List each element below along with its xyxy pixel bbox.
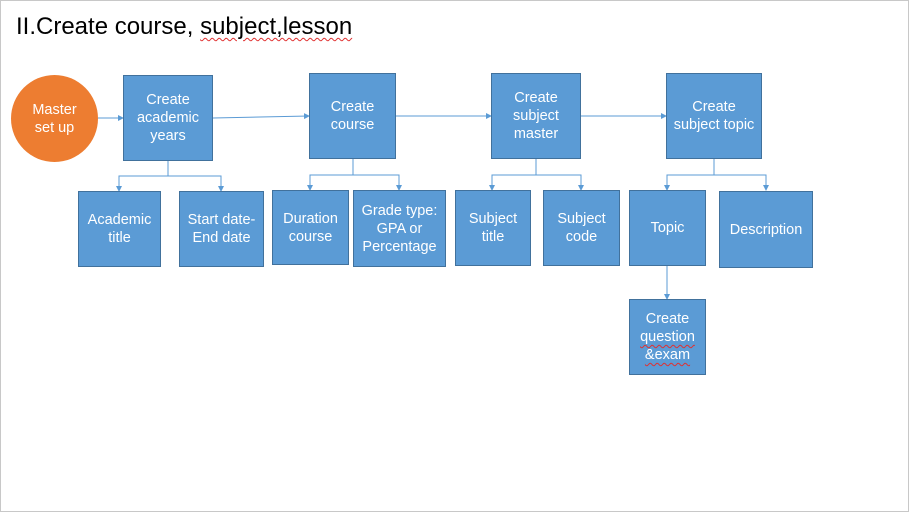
node-subject-code-label: Subject code: [557, 211, 606, 245]
connector-course-branch-2: [353, 174, 402, 191]
node-create-subject-master-label: Create subject master: [513, 90, 559, 142]
connector-academic-years-branch-2: [168, 175, 224, 192]
node-topic-label: Topic: [650, 220, 685, 236]
node-master-setup-label: Master set up: [32, 101, 77, 136]
node-create-question-exam: Create question &exam: [629, 299, 706, 375]
node-subject-code: Subject code: [543, 190, 620, 266]
node-master-setup: Master set up: [11, 75, 98, 162]
connector-subject-topic-branch-2: [714, 174, 769, 191]
node-create-subject-topic: Create subject topic: [666, 73, 762, 159]
title-prefix: II.Create course,: [16, 13, 201, 40]
node-create-academic-years-label: Create academic years: [136, 92, 200, 144]
connector-course-branch: [307, 159, 354, 191]
node-start-end-date: Start date-End date: [179, 191, 264, 267]
node-create-question-exam-label: Create question &exam: [640, 310, 695, 364]
node-topic: Topic: [629, 190, 706, 266]
node-duration-course: Duration course: [272, 190, 349, 265]
title-misspelled-word: subject,lesson: [200, 13, 353, 40]
connector-subject-topic-branch: [664, 159, 715, 191]
node-duration-course-label: Duration course: [283, 210, 338, 245]
node-academic-title: Academic title: [78, 191, 161, 267]
node-subject-title: Subject title: [455, 190, 531, 266]
node-start-end-date-label: Start date-End date: [187, 212, 256, 246]
node-grade-type-label: Grade type: GPA or Percentage: [361, 202, 438, 255]
question-exam-line2: question: [640, 329, 695, 345]
node-academic-title-label: Academic title: [87, 212, 152, 246]
question-exam-line1: Create: [645, 311, 690, 327]
node-create-subject-topic-label: Create subject topic: [673, 99, 755, 133]
node-description-label: Description: [729, 221, 803, 238]
node-create-course: Create course: [309, 73, 396, 159]
slide-title: II.Create course, subject,lesson: [16, 13, 352, 41]
node-grade-type: Grade type: GPA or Percentage: [353, 190, 446, 267]
node-subject-title-label: Subject title: [468, 211, 518, 245]
connector-subject-master-branch-2: [536, 174, 584, 191]
question-exam-line3: &exam: [644, 347, 691, 363]
node-create-academic-years: Create academic years: [123, 75, 213, 161]
node-create-subject-master: Create subject master: [491, 73, 581, 159]
connector-subject-master-branch: [489, 159, 537, 191]
node-create-course-label: Create course: [330, 99, 375, 133]
node-description: Description: [719, 191, 813, 268]
connector-academic-years-branch: [116, 161, 169, 192]
arrow-academic-years-to-course: [212, 113, 310, 120]
